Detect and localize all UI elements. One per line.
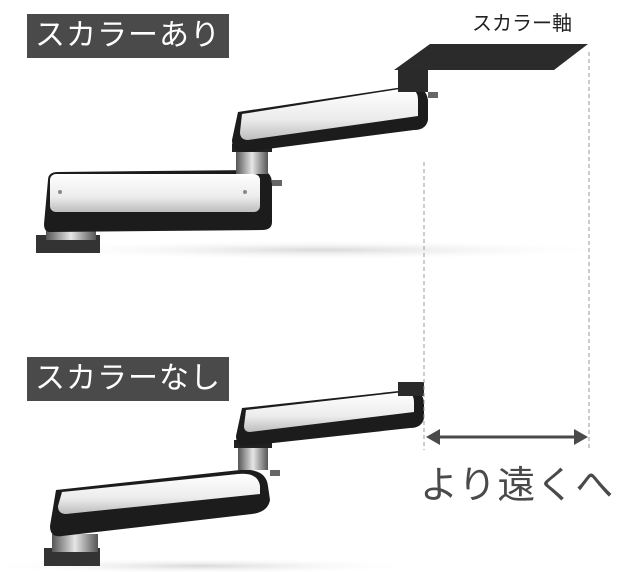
- reach-arrow: [426, 429, 588, 445]
- base-plate-bottom: [44, 548, 100, 566]
- floor-shadow-top: [20, 240, 619, 260]
- scara-axis-caption: スカラー軸: [472, 11, 572, 35]
- upper-arm-bottom: [244, 392, 414, 432]
- elbow-joint-top: [236, 150, 268, 174]
- with-scara-label: スカラーあり: [27, 14, 229, 58]
- arm-with-scara: [20, 44, 619, 260]
- without-scara-label: スカラーなし: [27, 357, 229, 401]
- arrow-head-right: [574, 429, 588, 445]
- arrow-head-left: [426, 429, 440, 445]
- elbow-joint-bottom: [238, 446, 268, 470]
- reach-further-caption: より遠くへ: [420, 463, 615, 507]
- mount-head-bottom: [398, 382, 424, 396]
- floor-shadow-bottom: [0, 558, 420, 572]
- base-collar-bottom: [52, 534, 98, 552]
- upper-arm-top: [240, 88, 418, 140]
- lower-arm-top: [50, 174, 260, 212]
- vesa-plate-top: [394, 44, 588, 70]
- arm-without-scara: [0, 382, 424, 572]
- lower-arm-bottom: [58, 473, 260, 514]
- scara-joint-top: [398, 70, 428, 92]
